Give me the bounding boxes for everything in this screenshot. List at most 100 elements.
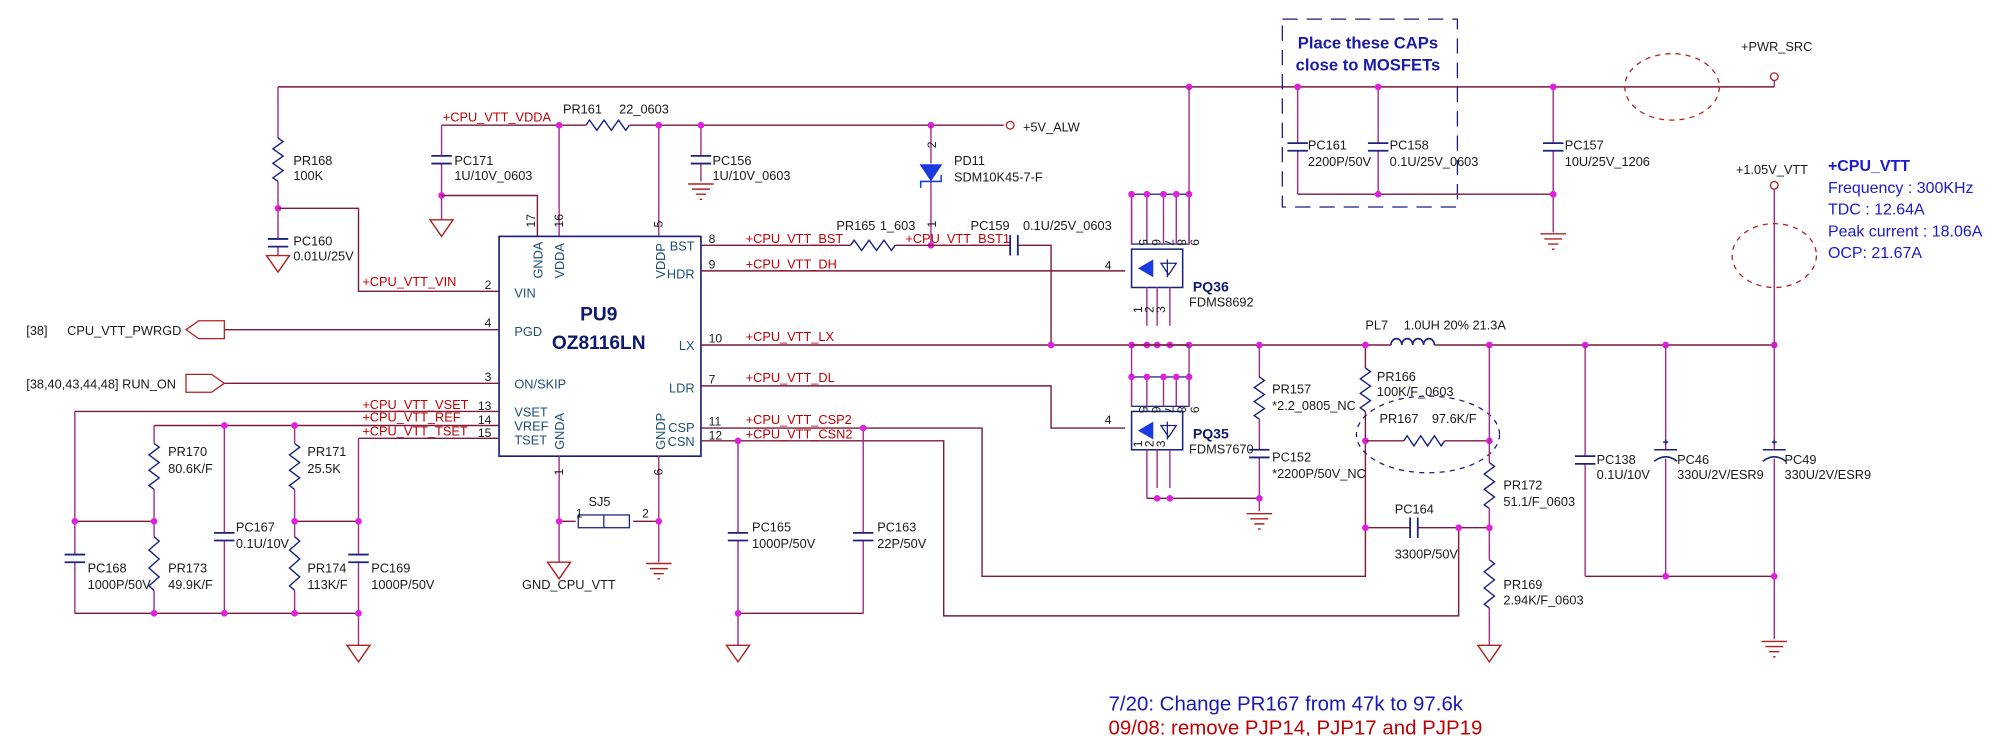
ground-icon: [546, 561, 572, 581]
pin-gndp: GNDP: [653, 413, 668, 450]
schematic-labels: PU9 OZ8116LN VIN PGD ON/SKIP VSET VREF T…: [26, 34, 1982, 736]
junction-node: [734, 610, 742, 617]
pin-number: 2: [1142, 306, 1156, 313]
junction-node: [291, 610, 298, 617]
ref-pc152: PC152: [1272, 449, 1311, 464]
pin-number: 10: [709, 331, 723, 345]
resistor: [147, 536, 161, 591]
wire: [441, 194, 539, 237]
value-pc168: 1000P/50V: [88, 577, 152, 592]
mosfet-arrow-icon: [1137, 259, 1154, 278]
junction-node: [1143, 190, 1151, 198]
ref-pc167: PC167: [236, 520, 275, 535]
value-pc167: 0.1U/10V: [236, 536, 290, 551]
pin-number: 8: [1175, 406, 1189, 413]
net-label-vset: +CPU_VTT_VSET: [362, 397, 468, 412]
pin-number: 16: [552, 214, 566, 228]
diode-cathode: [919, 175, 942, 188]
ref-pr174: PR174: [307, 560, 346, 575]
inductor: [1390, 337, 1436, 346]
pin-number: 1: [1131, 306, 1145, 313]
value-pr167: 97.6K/F: [1432, 411, 1477, 426]
spec-rail-name: +CPU_VTT: [1828, 158, 1910, 175]
value-pc161: 2200P/50V: [1308, 154, 1372, 169]
value-pr168: 100K: [293, 168, 323, 183]
wire: [700, 345, 1367, 577]
ref-pc156: PC156: [712, 153, 751, 168]
pin-number: 2: [642, 507, 649, 521]
junction-node: [221, 610, 228, 617]
pin-number: 4: [485, 316, 492, 330]
resistor: [1483, 461, 1496, 510]
pin-pgd: PGD: [514, 324, 542, 339]
ref-pc46: PC46: [1677, 452, 1709, 467]
power-label-gnd-vtt: GND_CPU_VTT: [522, 577, 616, 592]
pin-number: 1: [576, 507, 583, 521]
ic-body: [498, 235, 702, 457]
value-pr157: *2.2_0805_NC: [1272, 398, 1356, 413]
junction-node: [1160, 373, 1167, 381]
ref-pr172: PR172: [1503, 477, 1542, 492]
output-port-icon: [184, 320, 225, 340]
pin-number: 3: [1154, 440, 1168, 447]
junction-node: [355, 518, 362, 525]
ref-pc168: PC168: [88, 560, 127, 575]
pin-number: 4: [1105, 413, 1112, 427]
pin-tset: TSET: [514, 433, 547, 448]
ref-pc159: PC159: [971, 218, 1010, 233]
pin-csn: CSN: [668, 434, 695, 449]
junction-node: [1294, 83, 1301, 91]
polarized-capacitor: [1762, 439, 1787, 462]
mosfet-drain-frame: [1130, 376, 1190, 407]
ref-pl7: PL7: [1365, 318, 1388, 333]
junction-node: [274, 204, 282, 212]
value-pc169: 1000P/50V: [371, 577, 435, 592]
value-pr173: 49.9K/F: [168, 577, 213, 592]
pin-number: 6: [652, 468, 666, 475]
value-pc46: 330U/2V/ESR9: [1677, 467, 1764, 482]
value-pr170: 80.6K/F: [168, 461, 213, 476]
body-diode-icon: [1159, 421, 1178, 440]
junction-node: [291, 518, 298, 525]
pin-number: 3: [485, 370, 492, 384]
revision-note: 09/08: remove PJP14, PJP17 and PJP19: [1109, 717, 1483, 736]
junction-node: [150, 518, 158, 525]
pin-number: 2: [485, 278, 492, 292]
power-terminal-icon: [1769, 72, 1779, 82]
pin-number: 1: [925, 220, 939, 227]
ref-pc160: PC160: [293, 233, 332, 248]
capacitor: [853, 531, 874, 542]
pin-bst: BST: [670, 238, 695, 253]
pin-number: 7: [709, 372, 716, 386]
connector-name-pwrgd: CPU_VTT_PWRGD: [67, 323, 181, 338]
pin-vdda: VDDA: [552, 243, 567, 279]
ref-pc164: PC164: [1395, 502, 1434, 517]
junction-node: [1172, 190, 1180, 198]
resistor: [288, 442, 301, 490]
connector-ref-pwrgd: [38]: [26, 323, 47, 338]
pin-gnda-bottom: GNDA: [552, 412, 567, 449]
resistor: [585, 118, 630, 132]
ref-pr161: PR161: [563, 102, 602, 117]
value-pc160: 0.01U/25V: [293, 249, 354, 264]
pin-lx: LX: [679, 338, 695, 353]
power-label-vtt: +1.05V_VTT: [1736, 162, 1808, 177]
ref-pc138: PC138: [1597, 452, 1636, 467]
revision-note: 7/20: Change PR167 from 47k to 97.6k: [1109, 692, 1464, 715]
pin-csp: CSP: [668, 420, 694, 435]
pin-number: 1: [552, 468, 566, 475]
pin-number: 9: [1187, 239, 1201, 246]
wire: [700, 244, 1052, 345]
value-pc156: 1U/10V_0603: [712, 168, 790, 183]
ref-pc165: PC165: [752, 520, 791, 535]
junction-node: [1143, 373, 1151, 381]
highlight-ellipse: [1624, 53, 1720, 121]
pin-number: 14: [478, 413, 492, 427]
resistor: [1403, 434, 1446, 448]
value-pc165: 1000P/50V: [752, 536, 816, 551]
junction-node: [1374, 83, 1382, 91]
ref-pd11: PD11: [954, 153, 985, 168]
value-pr166: 100K/F_0603: [1377, 384, 1454, 399]
